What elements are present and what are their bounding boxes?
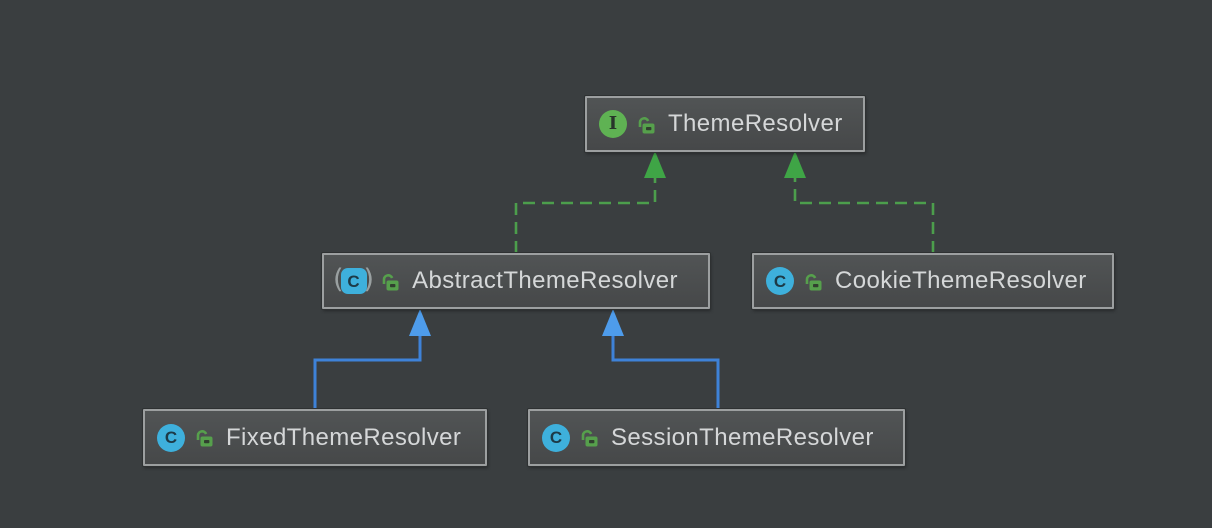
class-icon: C [542, 423, 570, 452]
public-visibility-lock-icon [196, 430, 213, 447]
class-node-label: ThemeResolver [668, 110, 843, 137]
class-node-fixed-theme-resolver[interactable]: C FixedThemeResolver [143, 409, 487, 466]
implements-edge-cookie-theme-resolver[interactable] [784, 151, 935, 253]
arrowhead-implements [784, 151, 806, 178]
class-node-theme-resolver[interactable]: I ThemeResolver [585, 96, 865, 152]
class-node-label: CookieThemeResolver [835, 267, 1087, 294]
arrowhead-extends [409, 309, 431, 336]
class-node-abstract-theme-resolver[interactable]: ( C ) AbstractThemeResolver [322, 253, 710, 309]
extends-edge-fixed-theme-resolver[interactable] [313, 309, 431, 409]
public-visibility-lock-icon [638, 116, 655, 133]
class-icon: C [157, 423, 185, 452]
extends-edge-session-theme-resolver[interactable] [602, 309, 720, 409]
public-visibility-lock-icon [581, 430, 598, 447]
interface-icon: I [599, 110, 627, 138]
arrowhead-extends [602, 309, 624, 336]
public-visibility-lock-icon [805, 273, 822, 290]
class-node-label: SessionThemeResolver [611, 423, 874, 451]
implements-edge-abstract-theme-resolver[interactable] [514, 151, 666, 253]
class-node-label: FixedThemeResolver [226, 423, 462, 451]
arrowhead-implements [644, 151, 666, 178]
class-icon: C [766, 267, 794, 295]
class-node-cookie-theme-resolver[interactable]: C CookieThemeResolver [752, 253, 1114, 309]
abstract-class-icon: ( C ) [333, 263, 375, 295]
class-node-session-theme-resolver[interactable]: C SessionThemeResolver [528, 409, 905, 466]
public-visibility-lock-icon [382, 273, 399, 290]
class-node-label: AbstractThemeResolver [412, 267, 678, 294]
